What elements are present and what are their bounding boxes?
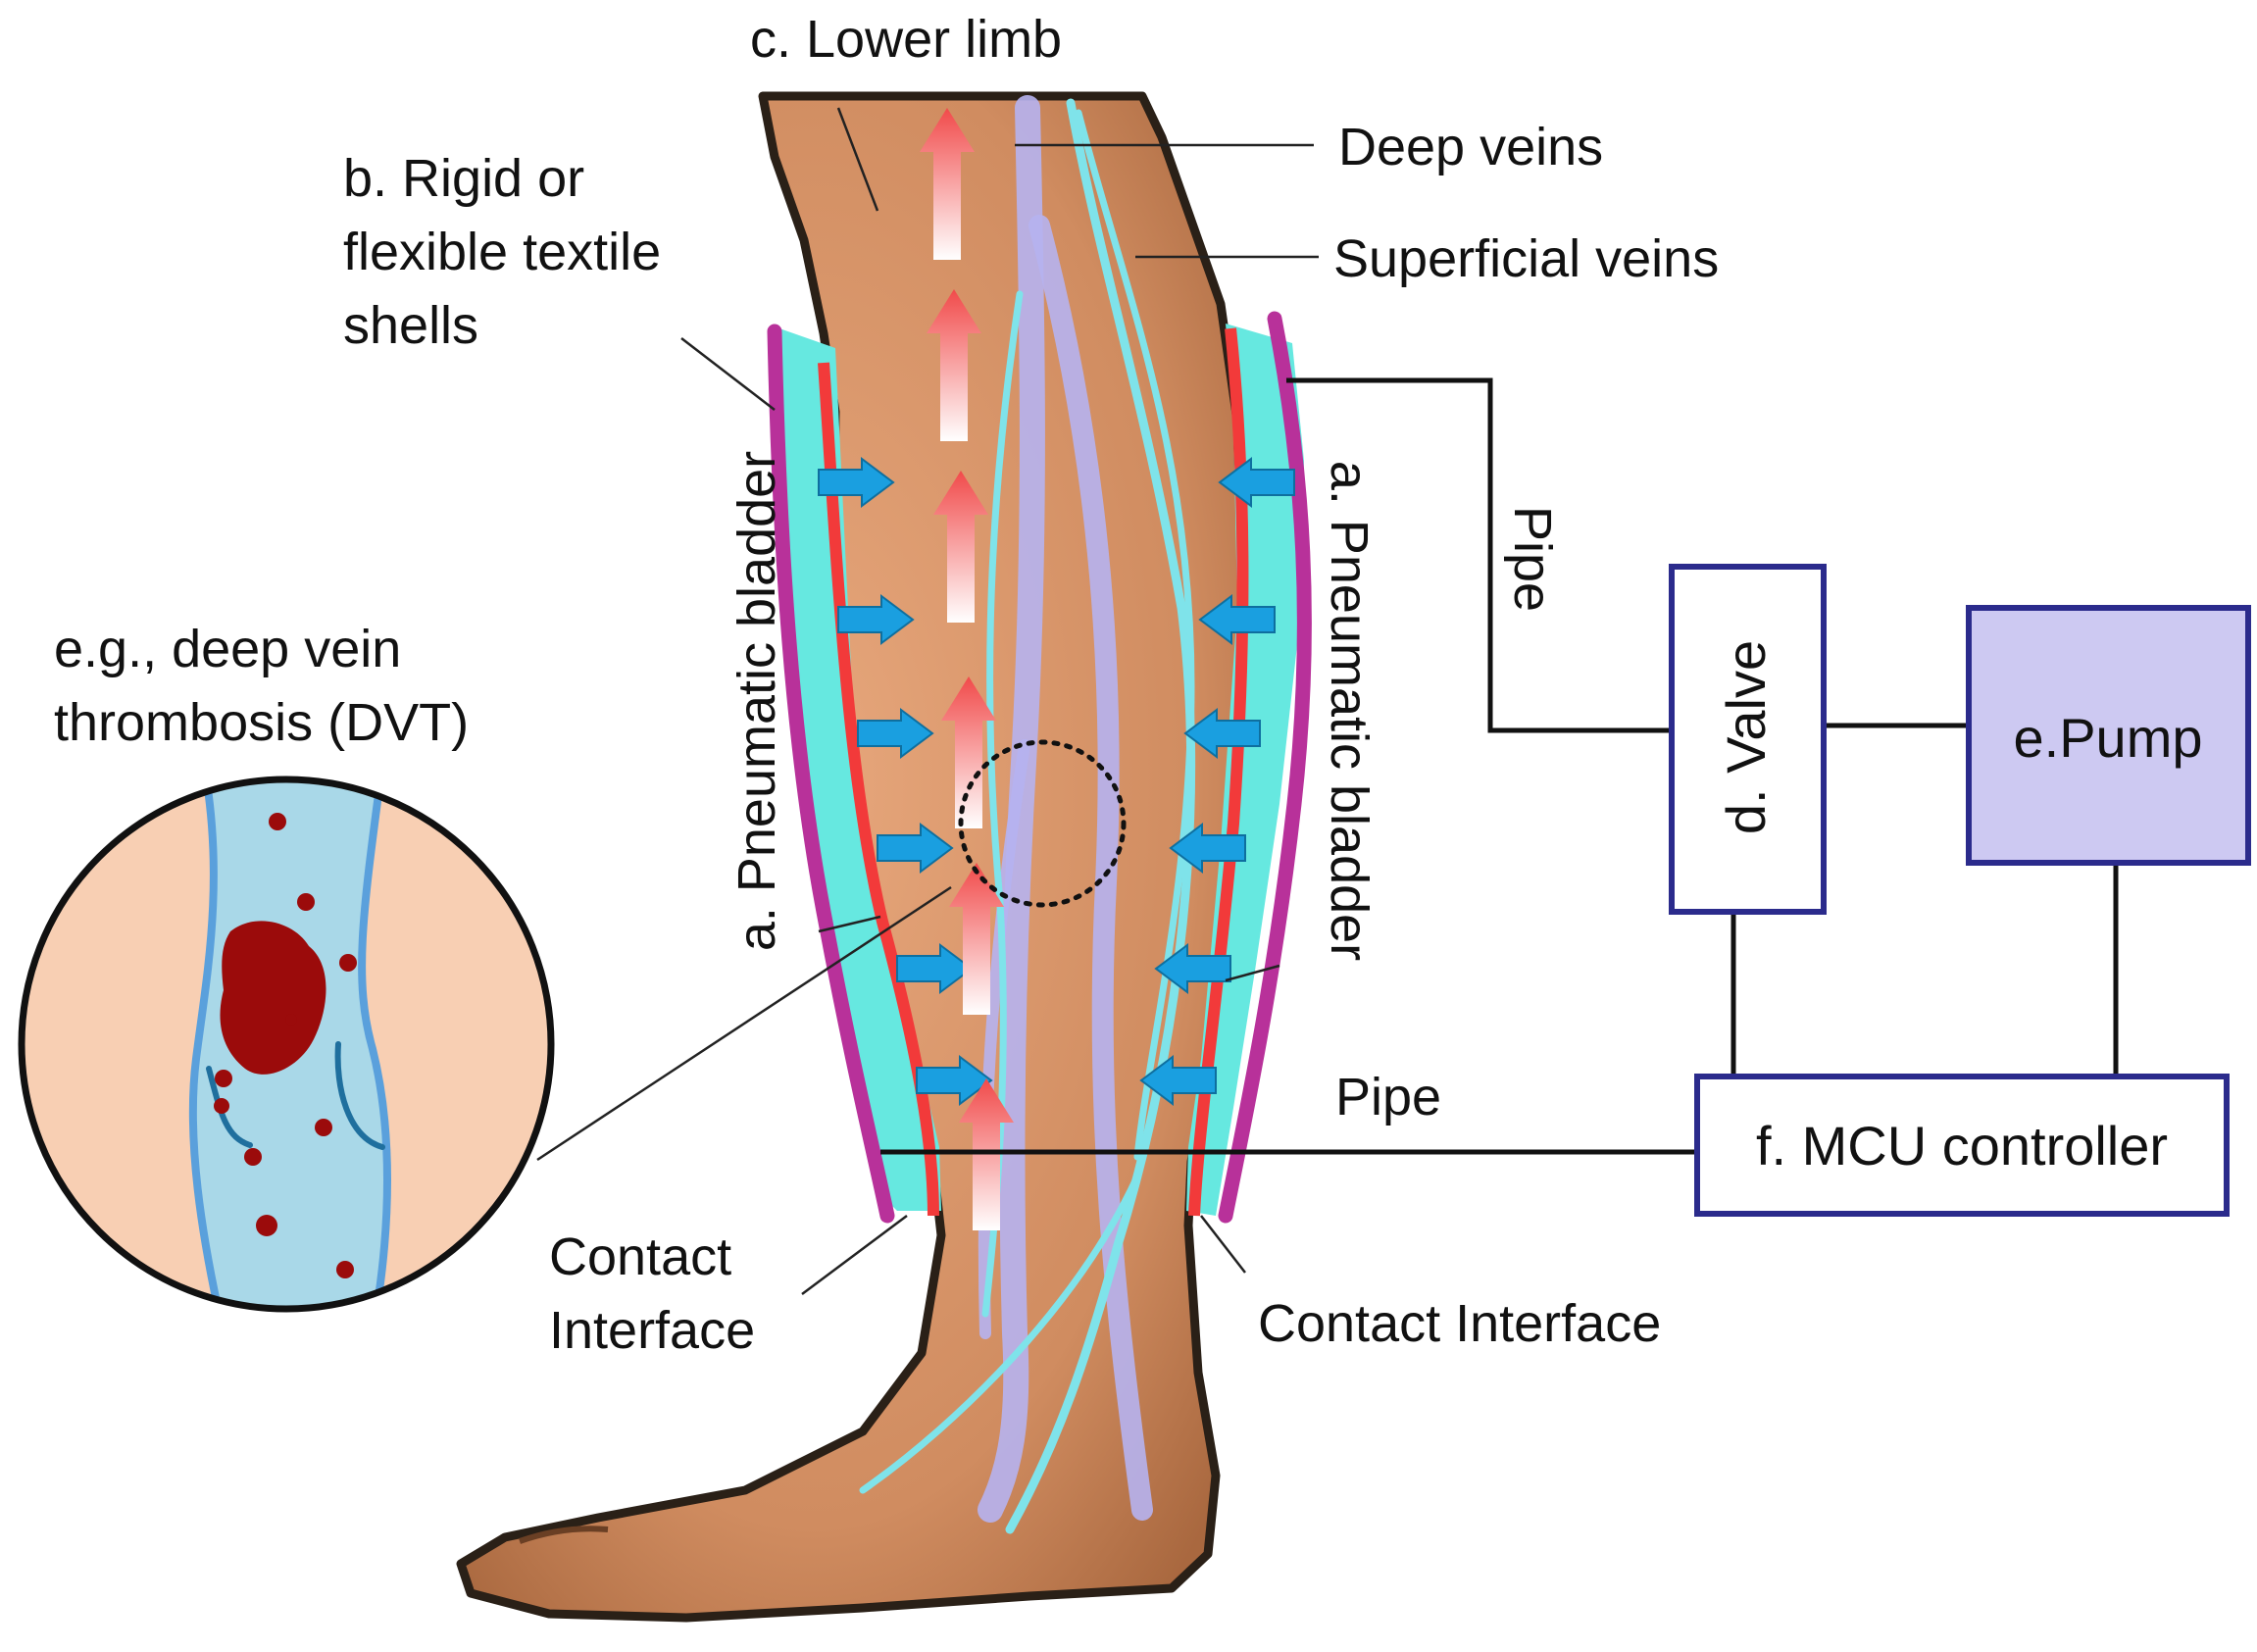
pipe-upper xyxy=(1286,377,1672,733)
blood-cell-3 xyxy=(339,954,357,972)
pressure-arrow-right-4 xyxy=(1169,823,1246,874)
dvt-site-marker xyxy=(958,739,1127,908)
blood-cell-8 xyxy=(256,1215,277,1236)
label-contact-left-line1: Contact xyxy=(549,1227,731,1286)
deep-vein-branch-1 xyxy=(1028,215,1153,1521)
pump-label: e.Pump xyxy=(2014,707,2203,769)
label-lower-limb: c. Lower limb xyxy=(750,10,1062,69)
label-dvt-line2: thrombosis (DVT) xyxy=(54,693,469,752)
blood-clot xyxy=(220,921,326,1075)
flow-arrow-5 xyxy=(949,863,1004,1015)
toe-detail xyxy=(518,1526,609,1544)
pressure-arrow-left-1 xyxy=(818,457,895,508)
blood-cell-6 xyxy=(315,1119,332,1136)
label-bladder-right: a. Pneumatic bladder xyxy=(1320,461,1379,961)
connections xyxy=(880,377,2119,1155)
vein-valve-left xyxy=(206,1066,253,1148)
pressure-arrow-left-2 xyxy=(837,594,915,645)
label-superficial-veins: Superficial veins xyxy=(1333,229,1719,288)
label-pipe-lower: Pipe xyxy=(1335,1068,1441,1126)
blood-cell-2 xyxy=(297,893,315,911)
leader-shells xyxy=(680,337,776,411)
right-cuff xyxy=(1186,311,1312,1224)
pressure-arrow-left-4 xyxy=(877,823,954,874)
leader-lower-limb xyxy=(836,107,879,212)
pressure-arrow-right-2 xyxy=(1198,594,1276,645)
leader-bladder-left xyxy=(818,915,881,933)
flow-arrow-3 xyxy=(933,471,988,623)
superficial-vein-3 xyxy=(859,1173,1141,1494)
controller-label: f. MCU controller xyxy=(1756,1115,2168,1176)
leader-bladder-right xyxy=(1225,964,1280,982)
pressure-arrow-right-6 xyxy=(1139,1055,1217,1106)
right-contact-interface xyxy=(1188,327,1249,1217)
right-shell xyxy=(1218,311,1312,1224)
leader-contact-left xyxy=(801,1214,908,1296)
label-bladder-left: a. Pneumatic bladder xyxy=(727,451,786,951)
pressure-arrow-right-1 xyxy=(1218,457,1295,508)
leader-contact-right xyxy=(1200,1215,1246,1274)
pressure-arrow-right-3 xyxy=(1183,708,1261,759)
label-contact-right: Contact Interface xyxy=(1258,1294,1661,1353)
label-shells-line3: shells xyxy=(343,296,478,355)
pressure-arrow-left-3 xyxy=(857,708,934,759)
deep-vein-branch-2 xyxy=(978,739,1030,1339)
left-cuff xyxy=(767,324,941,1224)
pressure-arrows xyxy=(818,457,1295,1106)
left-contact-interface xyxy=(818,362,939,1217)
leader-lines xyxy=(536,107,1319,1296)
blood-cell-5 xyxy=(214,1098,229,1114)
blood-cell-10 xyxy=(285,1014,297,1026)
pump-box: e.Pump xyxy=(1966,605,2251,866)
label-pipe-upper: Pipe xyxy=(1503,506,1562,612)
valve-label: d. Valve xyxy=(1715,640,1777,834)
leader-dvt-inset xyxy=(536,885,952,1162)
dvt-inset-border xyxy=(18,776,555,1313)
venous-flow-arrows xyxy=(920,108,1014,1230)
blood-cell-7 xyxy=(244,1148,262,1166)
pressure-arrow-right-5 xyxy=(1154,943,1231,994)
flow-arrow-4 xyxy=(941,676,996,828)
blood-cell-1 xyxy=(269,813,286,830)
superficial-vein-2 xyxy=(1075,109,1195,1161)
label-dvt-line1: e.g., deep vein xyxy=(54,620,401,678)
label-deep-veins: Deep veins xyxy=(1338,118,1603,176)
dvt-inset xyxy=(18,776,555,1313)
label-shells-line1: b. Rigid or xyxy=(343,149,584,208)
pressure-arrow-left-6 xyxy=(916,1055,993,1106)
label-contact-left-line2: Interface xyxy=(549,1301,755,1360)
label-shells-line2: flexible textile xyxy=(343,223,661,281)
valve-box: d. Valve xyxy=(1669,564,1827,915)
vein-valve-right xyxy=(334,1041,385,1150)
deep-vein-main xyxy=(978,95,1045,1523)
flow-arrow-1 xyxy=(920,108,975,260)
pressure-arrow-left-5 xyxy=(896,943,974,994)
blood-cell-9 xyxy=(336,1261,354,1278)
flow-arrow-2 xyxy=(927,289,981,441)
left-shell xyxy=(767,324,895,1224)
controller-box: f. MCU controller xyxy=(1694,1074,2230,1217)
blood-cells xyxy=(214,813,357,1278)
blood-cell-4 xyxy=(215,1070,232,1087)
